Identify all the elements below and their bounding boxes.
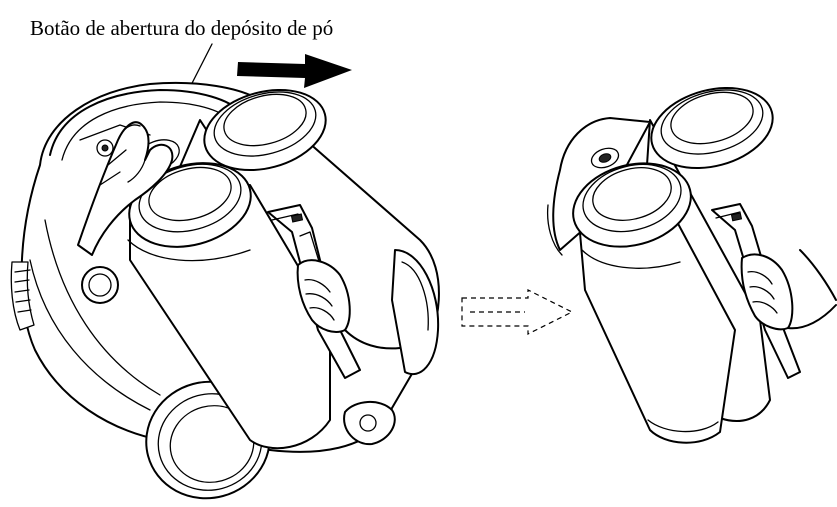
solid-right-arrow-icon — [237, 54, 352, 88]
cord-rewind-button — [81, 266, 119, 304]
holding-hand — [296, 259, 401, 350]
front-dust-cylinder — [127, 162, 331, 450]
rear-vent — [10, 261, 35, 331]
removed-dust-container — [546, 86, 837, 444]
dust-container-button-label: Botão de abertura do depósito de pó — [30, 16, 334, 40]
vacuum-cleaner-body — [10, 81, 440, 500]
pressing-hand — [77, 121, 174, 256]
front-caster — [343, 401, 396, 446]
dashed-right-arrow-icon — [461, 289, 574, 335]
